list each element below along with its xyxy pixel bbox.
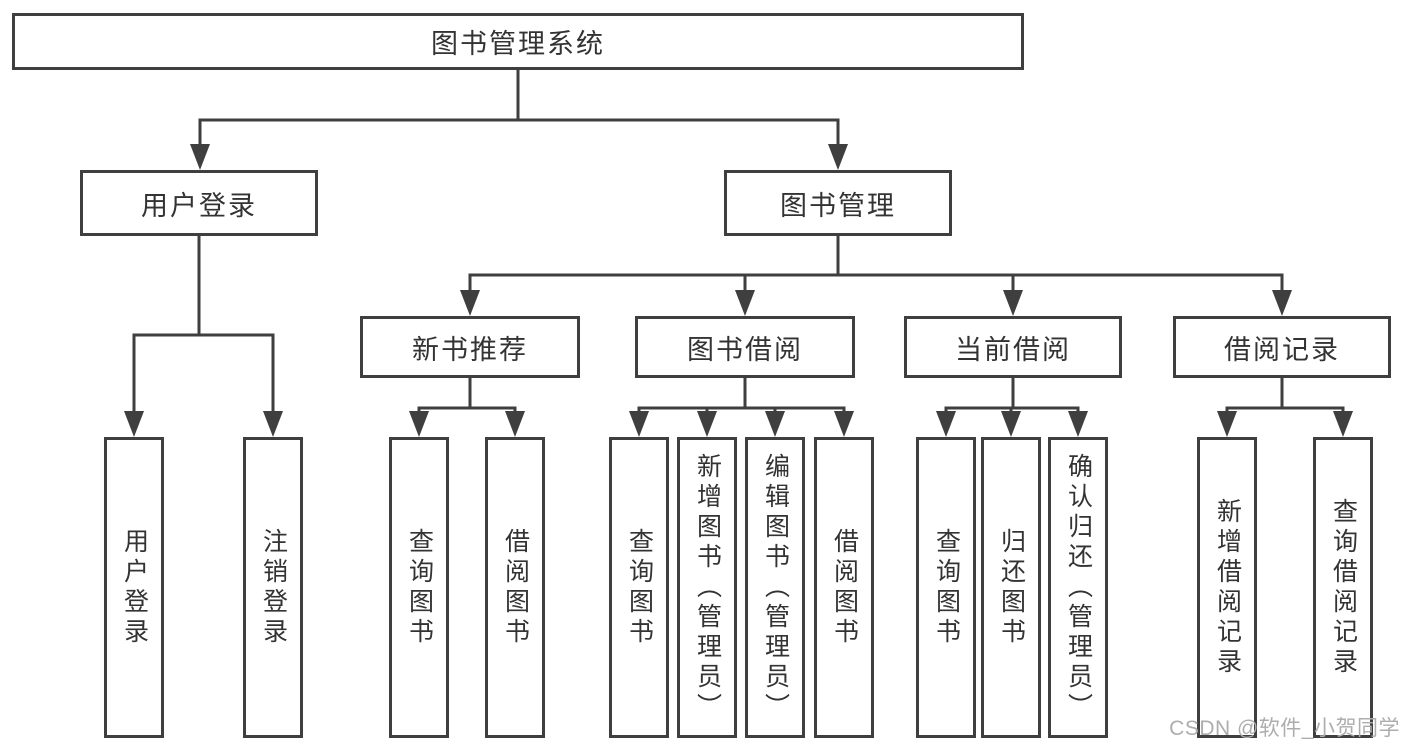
leaf-logout: 注销登录 [243, 437, 303, 738]
leaf-current-confirm-return-admin-label: 确认归还（管理员） [1064, 452, 1093, 723]
leaf-borrow-add-book-admin-label: 新增图书（管理员） [693, 452, 722, 723]
leaf-current-confirm-return-admin: 确认归还（管理员） [1048, 437, 1108, 738]
leaf-current-query-books: 查询图书 [916, 437, 976, 738]
leaf-borrow-borrow-books-label: 借阅图书 [830, 527, 859, 648]
connector-borrow-records-subtree [1217, 378, 1353, 437]
connector-user-login-subtree [124, 236, 283, 437]
leaf-borrow-query-books: 查询图书 [609, 437, 669, 738]
leaf-current-return-books: 归还图书 [981, 437, 1041, 738]
watermark-text: CSDN @软件_小贺同学 [1169, 717, 1400, 740]
node-user-login-label: 用户登录 [141, 190, 257, 221]
node-book-management: 图书管理 [724, 170, 952, 236]
leaf-records-query-record: 查询借阅记录 [1313, 437, 1373, 738]
connector-new-book-subtree [409, 378, 525, 437]
connector-book-borrow-subtree [629, 378, 854, 437]
node-borrow-records: 借阅记录 [1173, 316, 1391, 378]
node-book-borrow: 图书借阅 [635, 316, 855, 378]
leaf-records-add-record-label: 新增借阅记录 [1213, 497, 1242, 678]
leaf-user-login-label: 用户登录 [120, 527, 149, 648]
leaf-borrow-edit-book-admin-label: 编辑图书（管理员） [761, 452, 790, 723]
leaf-logout-label: 注销登录 [259, 527, 288, 648]
node-current-borrow: 当前借阅 [904, 316, 1122, 378]
connector-root-to-level1 [190, 70, 848, 170]
node-root: 图书管理系统 [12, 13, 1024, 70]
node-book-management-label: 图书管理 [780, 190, 896, 221]
node-borrow-records-label: 借阅记录 [1224, 334, 1340, 365]
leaf-borrow-query-books-label: 查询图书 [625, 527, 654, 648]
connector-current-borrow-subtree [936, 378, 1088, 437]
node-book-borrow-label: 图书借阅 [687, 334, 803, 365]
leaf-current-query-books-label: 查询图书 [932, 527, 961, 648]
leaf-newbook-query-books: 查询图书 [389, 437, 449, 738]
leaf-records-query-record-label: 查询借阅记录 [1329, 497, 1358, 678]
connector-book-management-to-level2 [460, 236, 1292, 316]
leaf-user-login: 用户登录 [104, 437, 164, 738]
leaf-newbook-borrow-books: 借阅图书 [485, 437, 545, 738]
node-current-borrow-label: 当前借阅 [955, 334, 1071, 365]
node-user-login: 用户登录 [80, 170, 318, 236]
node-new-book-recommend: 新书推荐 [360, 316, 580, 378]
leaf-borrow-add-book-admin: 新增图书（管理员） [677, 437, 737, 738]
leaf-borrow-borrow-books: 借阅图书 [814, 437, 874, 738]
leaf-newbook-borrow-books-label: 借阅图书 [501, 527, 530, 648]
leaf-records-add-record: 新增借阅记录 [1197, 437, 1257, 738]
leaf-current-return-books-label: 归还图书 [997, 527, 1026, 648]
leaf-borrow-edit-book-admin: 编辑图书（管理员） [745, 437, 805, 738]
node-root-label: 图书管理系统 [431, 29, 605, 59]
leaf-newbook-query-books-label: 查询图书 [405, 527, 434, 648]
node-new-book-recommend-label: 新书推荐 [412, 334, 528, 365]
